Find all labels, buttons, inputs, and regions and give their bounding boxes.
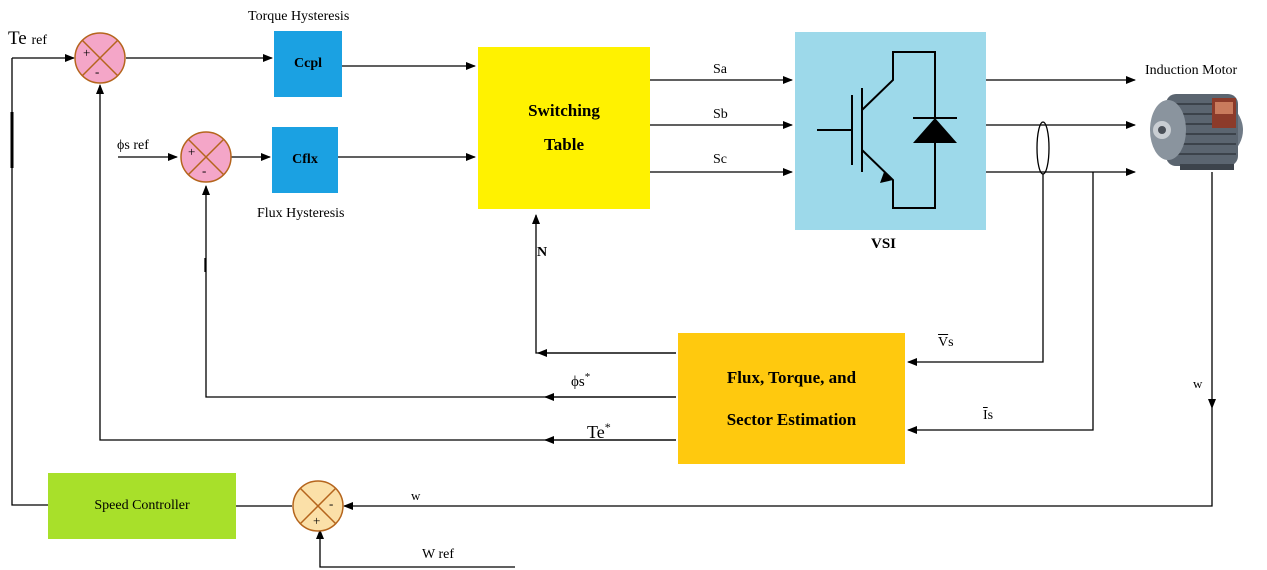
sector-n-label: N: [537, 245, 548, 260]
speed-summer-minus: -: [329, 496, 334, 511]
estimator-line2: Sector Estimation: [726, 409, 857, 429]
w-ref-wire: [316, 529, 515, 568]
torque-summer-plus: +: [83, 45, 91, 60]
speed-feedback-wire: [343, 408, 1213, 510]
vs-label: Vs: [938, 336, 954, 350]
sc-label: Sc: [713, 152, 727, 167]
te-est-label: Te*: [587, 421, 611, 441]
torque-hysteresis-caption: Torque Hysteresis: [248, 9, 350, 24]
flux-hysteresis-caption: Flux Hysteresis: [257, 206, 345, 221]
torque-summer-minus: -: [95, 64, 100, 79]
w-ref-label: W ref: [422, 547, 454, 562]
vs-text: V: [938, 335, 949, 350]
vsi-label: VSI: [871, 236, 897, 252]
switching-table-line2: Table: [543, 135, 584, 154]
te-est-wire: [96, 84, 676, 441]
estimator-block: Flux, Torque, and Sector Estimation: [678, 333, 905, 464]
is-label: Is: [983, 409, 993, 423]
speed-controller-output-wire: [11, 58, 48, 506]
speed-controller-block: Speed Controller: [48, 473, 236, 539]
flux-summer-plus: +: [188, 144, 196, 159]
switching-table-line1: Switching: [528, 101, 600, 120]
te-est-sup: *: [604, 420, 611, 434]
induction-motor-caption: Induction Motor: [1145, 63, 1238, 78]
estimator-line1: Flux, Torque, and: [726, 367, 857, 387]
w-feedback-label: w: [411, 488, 421, 503]
w-motor-label: w: [1193, 376, 1203, 391]
sector-n-wire: [532, 214, 676, 354]
flux-summer-minus: -: [202, 163, 207, 178]
emitter-arrow-icon: [880, 172, 893, 183]
torque-summer: [74, 32, 126, 84]
flux-summer: [180, 131, 232, 183]
speed-summer: [292, 480, 344, 532]
voltage-sensor-loop: [1036, 121, 1050, 175]
is-sub: s: [987, 408, 994, 423]
te-ref-sub: ref: [31, 33, 48, 48]
is-text: I: [983, 408, 988, 423]
sa-label: Sa: [713, 62, 727, 77]
torque-hysteresis-block: Ccpl: [274, 31, 342, 97]
vs-sub: s: [948, 335, 954, 350]
sb-label: Sb: [713, 107, 728, 122]
igbt-diode-symbol: [817, 51, 957, 209]
vs-feedback-wire: [907, 174, 1044, 366]
switching-table-block: Switching Table: [478, 47, 650, 209]
induction-motor-icon: [1150, 94, 1243, 170]
phis-ref-label: ϕs ref: [117, 138, 149, 153]
te-ref-label: Te ref: [8, 29, 47, 48]
is-feedback-wire: [907, 172, 1094, 434]
phis-est-text: ϕs: [571, 374, 585, 390]
phis-est-wire: [202, 185, 676, 398]
te-ref-text: Te: [8, 28, 27, 49]
flux-hysteresis-block: Cflx: [272, 127, 338, 193]
phis-est-sup: *: [584, 371, 591, 383]
diode-icon: [913, 118, 957, 143]
speed-summer-plus: +: [313, 513, 321, 528]
te-est-text: Te: [587, 422, 605, 442]
phis-est-label: ϕs*: [571, 372, 590, 390]
